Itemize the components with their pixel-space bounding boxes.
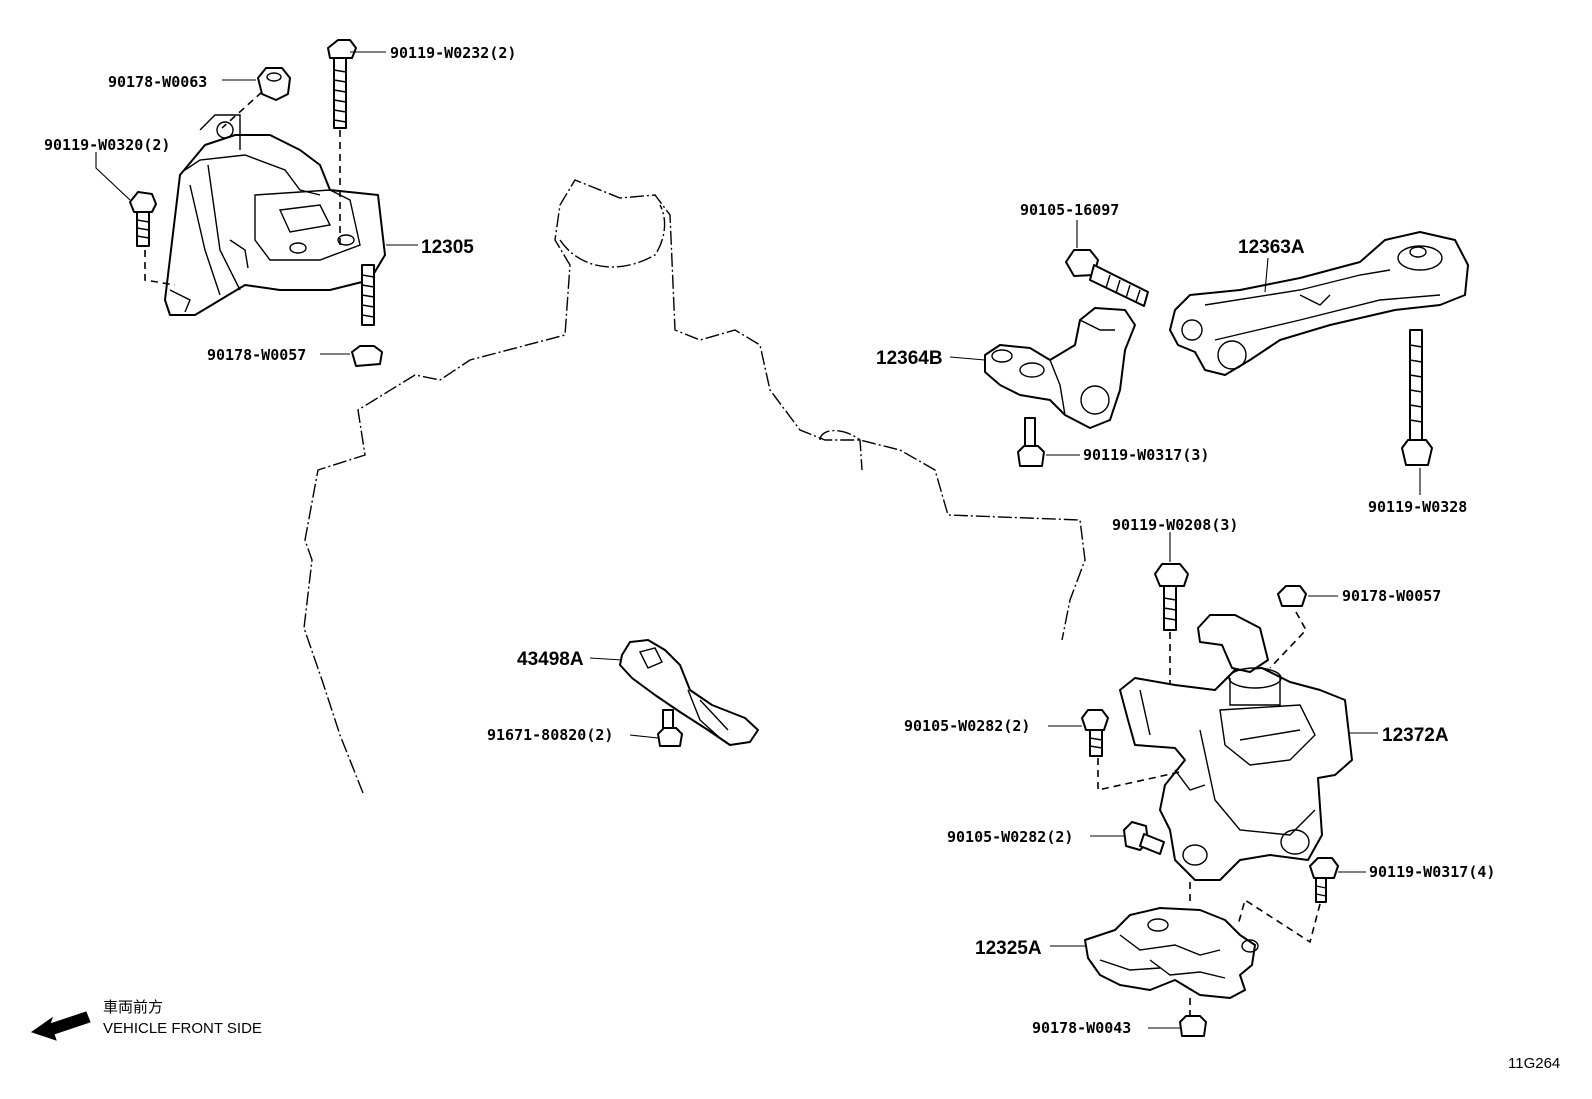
label-90105-w0282-b: 90105-W0282(2)	[947, 828, 1073, 846]
bolt-90105-w0282-upper	[1081, 709, 1109, 757]
torque-rod-12363a	[1169, 231, 1469, 376]
bolt-90119-w0328	[1401, 329, 1433, 466]
label-12305: 12305	[421, 237, 474, 258]
label-12364b: 12364B	[876, 348, 943, 369]
label-91671-80820: 91671-80820(2)	[487, 726, 613, 744]
nut-90178-w0043	[1179, 1015, 1207, 1037]
direction-note-jp: 車両前方	[103, 999, 163, 1016]
label-90105-w0282-a: 90105-W0282(2)	[904, 717, 1030, 735]
bolt-90119-w0317-upper	[1017, 417, 1045, 467]
bolt-90119-w0317-lower	[1309, 857, 1339, 903]
bolt-90105-w0282-lower	[1123, 821, 1165, 855]
bolt-90119-w0208	[1154, 563, 1189, 631]
label-90119-w0317-3: 90119-W0317(3)	[1083, 446, 1209, 464]
engine-mount-12305	[164, 114, 386, 316]
label-90105-16097: 90105-16097	[1020, 201, 1119, 219]
label-90178-w0043: 90178-W0043	[1032, 1019, 1131, 1037]
bolt-90105-16097	[1065, 249, 1149, 307]
bracket-43498a	[619, 639, 759, 746]
label-12363a: 12363A	[1238, 237, 1305, 258]
label-90178-w0057-right: 90178-W0057	[1342, 587, 1441, 605]
label-90178-w0057-left: 90178-W0057	[207, 346, 306, 364]
label-90119-w0317-4: 90119-W0317(4)	[1369, 863, 1495, 881]
vehicle-front-arrow-icon	[30, 1011, 91, 1041]
nut-90178-w0063	[257, 67, 291, 101]
label-90119-w0208: 90119-W0208(3)	[1112, 516, 1238, 534]
stud-12305	[361, 264, 375, 326]
bolt-90119-w0232	[327, 39, 357, 129]
label-90119-w0320: 90119-W0320(2)	[44, 136, 170, 154]
bracket-12364b	[984, 307, 1136, 429]
nut-90178-w0057-right	[1277, 585, 1307, 607]
label-90178-w0063: 90178-W0063	[108, 73, 207, 91]
bolt-91671-80820	[657, 709, 683, 747]
label-90119-w0328: 90119-W0328	[1368, 498, 1467, 516]
nut-90178-w0057-left	[351, 345, 383, 367]
figure-code: 11G264	[1508, 1055, 1560, 1072]
engine-phantom-bump2	[819, 429, 863, 471]
bracket-12325a	[1084, 907, 1259, 999]
engine-phantom-outline	[303, 179, 1086, 794]
engine-phantom-bump	[559, 204, 666, 268]
label-12325a: 12325A	[975, 938, 1042, 959]
label-90119-w0232: 90119-W0232(2)	[390, 44, 516, 62]
bolt-90119-w0320	[129, 191, 157, 247]
label-12372a: 12372A	[1382, 725, 1449, 746]
direction-note-en: VEHICLE FRONT SIDE	[103, 1020, 262, 1037]
label-43498a: 43498A	[517, 649, 584, 670]
engine-mount-12372a	[1119, 614, 1353, 881]
